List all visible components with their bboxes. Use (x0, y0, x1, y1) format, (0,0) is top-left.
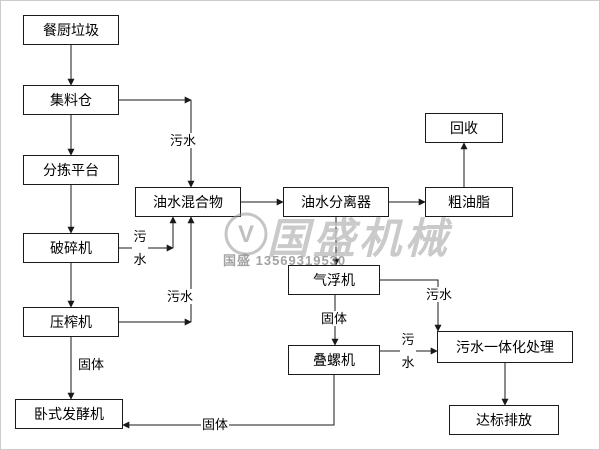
arrow-flotation-to-treatment (380, 279, 442, 332)
node-crude-grease: 粗油脂 (425, 187, 513, 217)
node-crusher: 破碎机 (23, 233, 119, 263)
node-oil-water-mixture: 油水混合物 (135, 187, 241, 217)
edge-label-sewage-stacker: 污水 (400, 328, 416, 374)
node-horizontal-fermenter: 卧式发酵机 (15, 399, 123, 429)
arrow-stacker-to-fermenter (122, 375, 335, 429)
edge-label-sewage-flotation: 污水 (425, 287, 454, 302)
node-integrated-sewage-treatment: 污水一体化处理 (437, 331, 573, 363)
edge-label-sewage-crusher: 污水 (132, 225, 148, 271)
node-screw-stacker: 叠螺机 (288, 345, 380, 375)
edge-label-sewage-collection: 污水 (169, 133, 198, 148)
node-air-flotation-machine: 气浮机 (288, 265, 380, 295)
node-oil-water-separator: 油水分离器 (283, 187, 389, 217)
edge-label-solid-flotation: 固体 (320, 311, 349, 326)
node-press: 压榨机 (23, 307, 119, 337)
node-collection-bin: 集料仓 (23, 85, 119, 115)
edge-label-solid-stacker: 固体 (201, 417, 230, 432)
node-standard-discharge: 达标排放 (449, 405, 559, 435)
edge-label-sewage-press: 污水 (166, 289, 195, 304)
edge-label-solid-press: 固体 (77, 357, 106, 372)
node-recycle: 回收 (425, 113, 503, 143)
node-kitchen-waste: 餐厨垃圾 (23, 15, 119, 45)
node-sorting-platform: 分拣平台 (23, 155, 119, 185)
